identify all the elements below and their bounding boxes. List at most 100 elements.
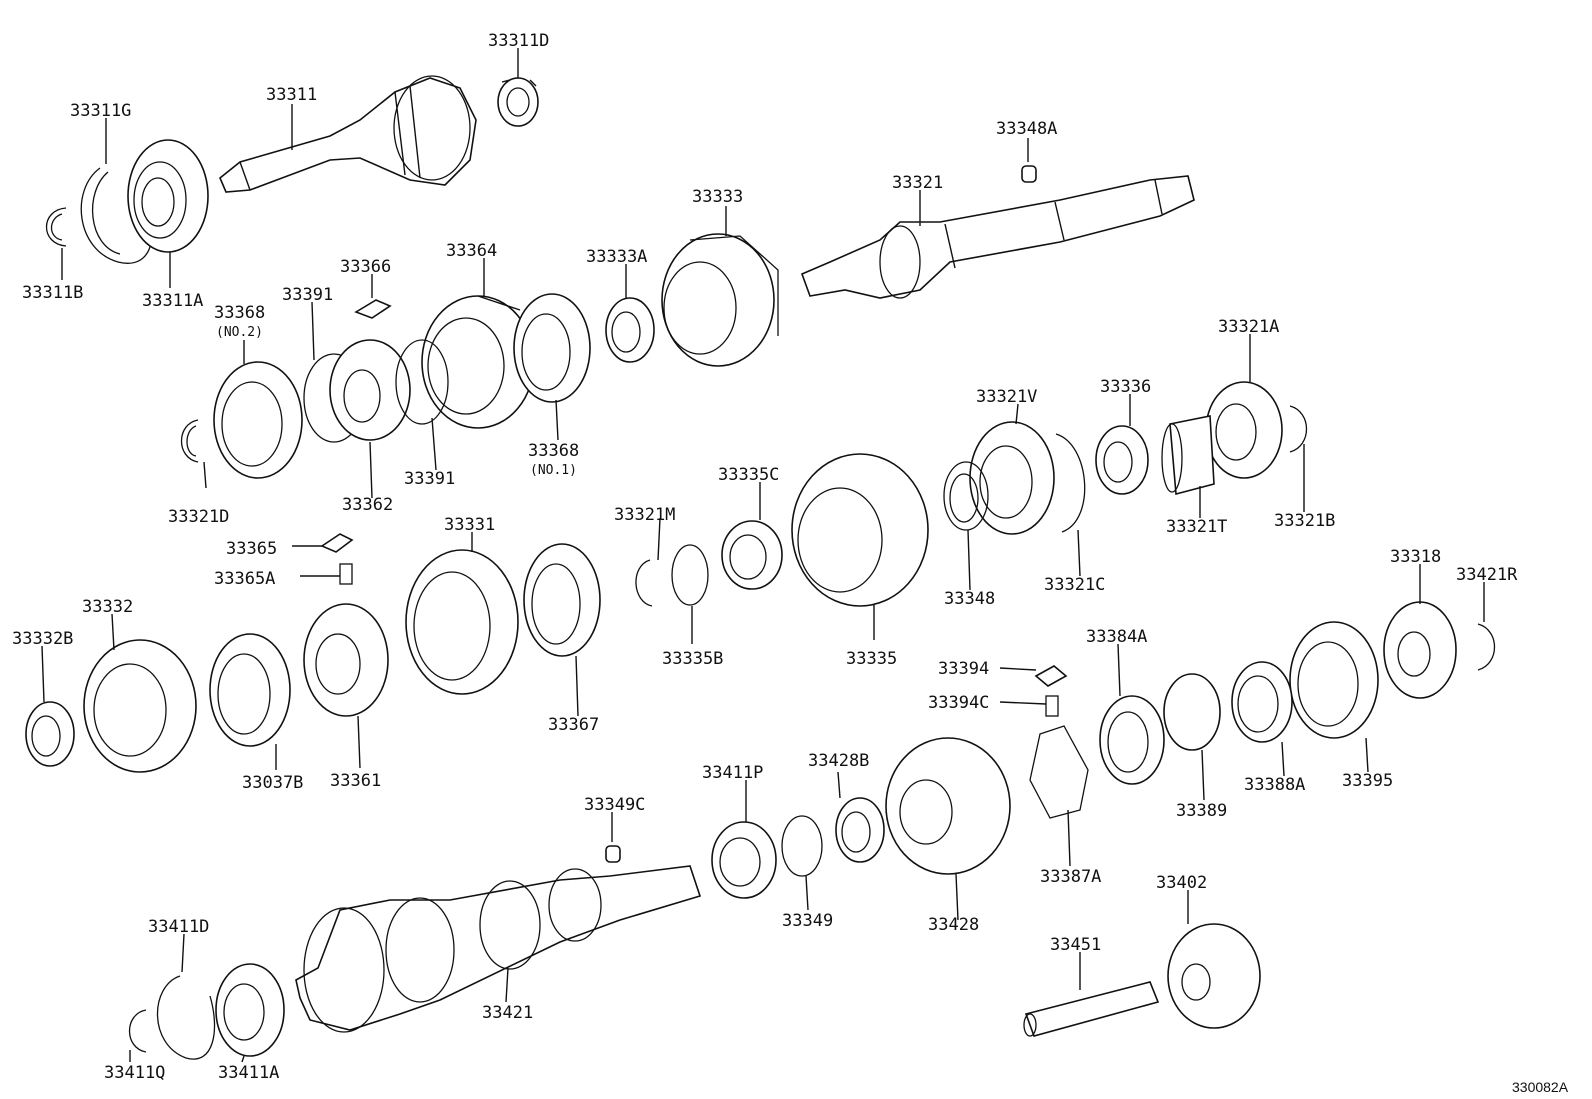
part-33336: [1095, 425, 1149, 495]
part-33428B: [835, 797, 885, 863]
part-33333A: [605, 297, 655, 363]
label-33311A: 33311A: [142, 291, 203, 311]
part-33321M: [635, 559, 653, 607]
part-33331: [405, 549, 519, 695]
part-33311D: [497, 77, 539, 127]
part-labels: 33311D 33311 33311G 33311B 33311A 33348A…: [12, 31, 1518, 1083]
part-33394C: [1045, 695, 1059, 717]
label-33335C: 33335C: [718, 465, 779, 485]
part-33394: [1034, 665, 1068, 687]
part-33411A: [215, 963, 285, 1057]
label-33318: 33318: [1390, 547, 1441, 567]
part-33421: [295, 865, 702, 1033]
label-33348: 33348: [944, 589, 995, 609]
part-33367: [523, 543, 601, 657]
label-33428: 33428: [928, 915, 979, 935]
part-33321B: [1289, 405, 1307, 453]
label-33335B: 33335B: [662, 649, 723, 669]
label-33311G: 33311G: [70, 101, 131, 121]
label-33395: 33395: [1342, 771, 1393, 791]
label-33361: 33361: [330, 771, 381, 791]
label-33349: 33349: [782, 911, 833, 931]
label-33333A: 33333A: [586, 247, 647, 267]
label-33364: 33364: [446, 241, 497, 261]
part-33411Q: [129, 1009, 147, 1053]
part-33333: [661, 233, 779, 367]
label-33321C: 33321C: [1044, 575, 1105, 595]
part-33361: [303, 603, 389, 717]
label-33311B: 33311B: [22, 283, 83, 303]
label-33037B: 33037B: [242, 773, 303, 793]
part-33387A: [1029, 725, 1089, 819]
label-33311: 33311: [266, 85, 317, 105]
part-33037B: [209, 633, 291, 747]
label-33321M: 33321M: [614, 505, 675, 525]
label-33321A: 33321A: [1218, 317, 1279, 337]
label-33365: 33365: [226, 539, 277, 559]
part-33311A: [127, 139, 209, 253]
label-33451: 33451: [1050, 935, 1101, 955]
part-33335B: [671, 544, 709, 606]
label-33394: 33394: [938, 659, 989, 679]
part-33321D: [181, 419, 199, 463]
leader-lines: [41, 48, 1485, 1063]
part-33368-no1: [513, 293, 591, 403]
label-33388A: 33388A: [1244, 775, 1305, 795]
label-33335: 33335: [846, 649, 897, 669]
label-33336: 33336: [1100, 377, 1151, 397]
part-33411D: [156, 975, 216, 1060]
label-33348A: 33348A: [996, 119, 1057, 139]
part-33421R: [1477, 623, 1495, 671]
part-33389: [1163, 673, 1221, 751]
part-33349: [781, 815, 823, 877]
part-33349C: [605, 845, 621, 863]
part-33368-no2: [213, 361, 303, 479]
part-33395: [1289, 621, 1379, 739]
label-33421: 33421: [482, 1003, 533, 1023]
label-33368-no2-note: (NO.2): [216, 325, 263, 340]
label-33311D: 33311D: [488, 31, 549, 51]
part-33388A: [1231, 661, 1293, 743]
label-33367: 33367: [548, 715, 599, 735]
label-33411A: 33411A: [218, 1063, 279, 1083]
label-33402: 33402: [1156, 873, 1207, 893]
part-33335: [791, 453, 929, 607]
label-33421R: 33421R: [1456, 565, 1518, 585]
part-33321A: [1205, 381, 1283, 479]
part-33348A: [1021, 165, 1037, 183]
label-33332B: 33332B: [12, 629, 73, 649]
label-33384A: 33384A: [1086, 627, 1147, 647]
part-33321C: [1055, 433, 1086, 533]
label-33389: 33389: [1176, 801, 1227, 821]
label-33366: 33366: [340, 257, 391, 277]
label-33365A: 33365A: [214, 569, 275, 589]
part-33311: [219, 75, 477, 193]
label-33391-a: 33391: [282, 285, 333, 305]
part-33365A: [339, 563, 353, 585]
part-33362: [329, 339, 411, 441]
label-33332: 33332: [82, 597, 133, 617]
part-33335C: [721, 520, 783, 590]
part-33311B: [45, 207, 67, 247]
part-33428: [885, 737, 1011, 875]
part-33402: [1167, 923, 1261, 1029]
label-33321B: 33321B: [1274, 511, 1335, 531]
label-33368-no1-note: (NO.1): [530, 463, 577, 478]
label-33362: 33362: [342, 495, 393, 515]
label-33411Q: 33411Q: [104, 1063, 165, 1083]
part-33321T: [1161, 415, 1215, 496]
part-33318: [1383, 601, 1457, 699]
label-33428B: 33428B: [808, 751, 869, 771]
part-33321: [800, 175, 1195, 299]
label-33368-no2: 33368: [214, 303, 265, 323]
diagram-reference-code: 330082A: [1512, 1079, 1569, 1095]
label-33321V: 33321V: [976, 387, 1037, 407]
part-33332: [83, 639, 197, 773]
label-33349C: 33349C: [584, 795, 645, 815]
part-33391-b: [395, 339, 449, 425]
part-33365: [320, 533, 354, 553]
label-33387A: 33387A: [1040, 867, 1101, 887]
label-33321D: 33321D: [168, 507, 229, 527]
part-33411P: [711, 821, 777, 899]
